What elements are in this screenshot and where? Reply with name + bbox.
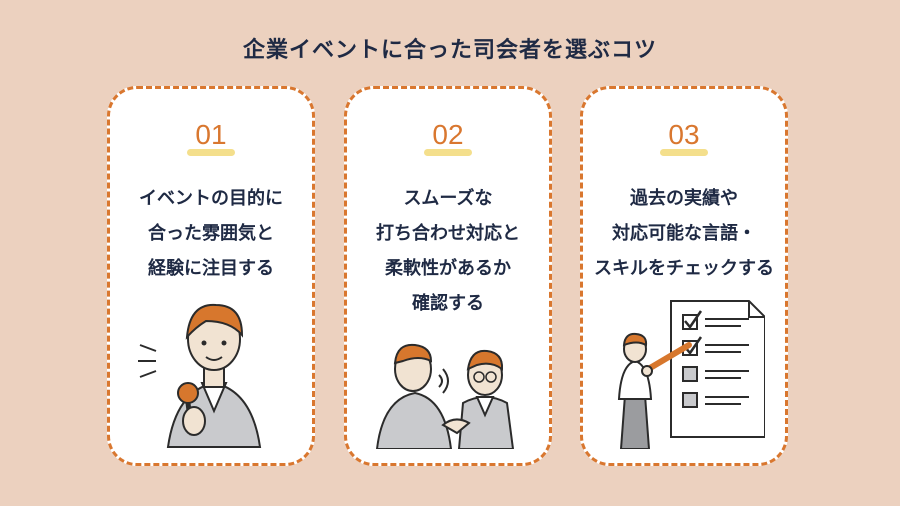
card-line: 経験に注目する (148, 258, 274, 279)
card-line: イベントの目的に (139, 188, 283, 209)
page-title: 企業イベントに合った司会者を選ぶコツ (242, 38, 657, 63)
card-line: スムーズな (403, 188, 493, 209)
card-text: スムーズな 打ち合わせ対応と 柔軟性があるか 確認する (355, 181, 541, 321)
card-text: 過去の実績や 対応可能な言語・ スキルをチェックする (591, 181, 777, 286)
card-text: イベントの目的に 合った雰囲気と 経験に注目する (118, 181, 304, 286)
number-highlight (187, 149, 235, 156)
card-number: 01 (195, 119, 227, 150)
card-line: スキルをチェックする (594, 258, 774, 279)
meeting-handshake-icon (375, 343, 515, 449)
number-highlight (660, 149, 708, 156)
card-number: 02 (432, 119, 464, 150)
card-line: 柔軟性があるか (385, 258, 511, 279)
card-line: 対応可能な言語・ (612, 223, 756, 244)
card-line: 過去の実績や (630, 188, 738, 209)
tip-card-1: 01 イベントの目的に 合った雰囲気と 経験に注目する (107, 86, 315, 466)
card-line: 打ち合わせ対応と (376, 223, 520, 244)
card-line: 確認する (412, 293, 484, 314)
speaker-with-microphone-icon (138, 303, 262, 448)
checklist-icon (617, 300, 765, 449)
tip-card-2: 02 スムーズな 打ち合わせ対応と 柔軟性があるか 確認する (344, 86, 552, 466)
card-number: 03 (668, 119, 700, 150)
number-highlight (424, 149, 472, 156)
card-line: 合った雰囲気と (148, 223, 274, 244)
tip-card-3: 03 過去の実績や 対応可能な言語・ スキルをチェックする (580, 86, 788, 466)
